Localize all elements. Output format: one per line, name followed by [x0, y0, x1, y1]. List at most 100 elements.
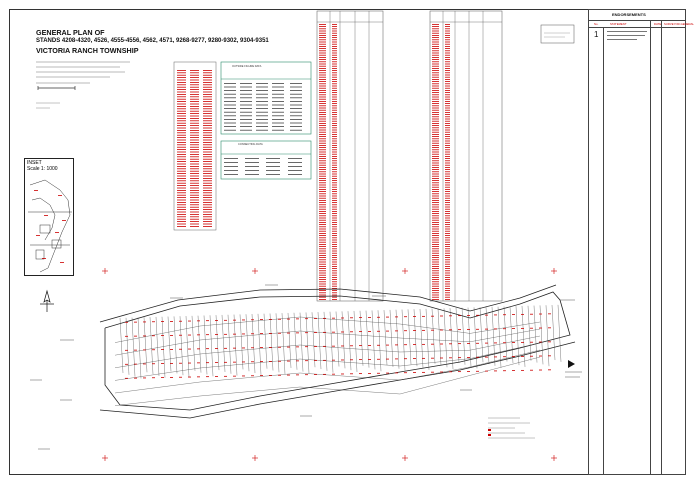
stand-area-entry [332, 219, 337, 221]
stand-area-entry [445, 142, 450, 144]
stand-number-entry [319, 228, 326, 230]
stand-number-mark [287, 346, 290, 348]
stand-area-entry [445, 123, 450, 124]
endorsement-text-line-1 [607, 31, 647, 32]
stand-number-mark [548, 327, 551, 329]
stand-area-entry [332, 250, 337, 252]
outside-figure-entry [240, 101, 252, 102]
stand-number-entry [319, 48, 326, 49]
stand-area-entry [332, 37, 337, 38]
stand-number-mark [431, 315, 434, 317]
stand-number-mark [260, 375, 263, 376]
stand-number-entry [432, 114, 439, 115]
stand-area-entry [190, 226, 199, 227]
stand-area-entry [445, 30, 450, 32]
stand-number-mark [278, 374, 281, 376]
stand-number-entry [319, 76, 326, 78]
stand-area-entry [177, 211, 186, 213]
stand-area-entry [332, 101, 337, 102]
outside-figure-entry [272, 108, 284, 109]
stand-number-mark [377, 344, 380, 346]
stand-number-entry [319, 94, 326, 96]
stand-area-entry [190, 151, 199, 153]
outside-figure-entry [290, 111, 302, 113]
stand-boundary [257, 313, 262, 375]
stand-boundary [239, 314, 244, 370]
stand-number-entry [432, 162, 439, 164]
stand-number-mark [521, 341, 524, 343]
stand-number-mark [350, 373, 353, 375]
stand-boundary [509, 306, 514, 364]
stand-number-mark [548, 341, 551, 343]
stand-area-entry [332, 83, 337, 85]
stand-area-entry [177, 142, 186, 143]
stand-number-mark [260, 333, 263, 334]
stand-number-mark [395, 358, 398, 360]
stand-area-entry [332, 90, 337, 91]
stand-area-entry [203, 211, 212, 213]
stand-area-entry [445, 76, 450, 78]
stand-number-entry [432, 30, 439, 32]
stand-area-entry [332, 109, 337, 111]
stand-area-entry [177, 132, 186, 134]
stand-number-entry [319, 235, 326, 236]
stand-area-entry [332, 105, 337, 107]
stand-number-mark [332, 331, 335, 333]
stand-boundary [395, 309, 400, 369]
stand-number-mark [215, 376, 218, 377]
stand-area-entry [177, 98, 186, 100]
stand-area-entry [332, 81, 337, 82]
stand-area-entry [445, 250, 450, 252]
stand-number-mark [539, 369, 542, 371]
stand-area-entry [332, 195, 337, 197]
stand-number-entry [432, 158, 439, 159]
stand-area-entry [445, 162, 450, 164]
stand-number-entry [319, 193, 326, 195]
stand-number-entry [432, 248, 439, 250]
outside-figure-entry [256, 111, 268, 113]
stand-area-entry [203, 146, 212, 148]
stand-number-entry [319, 65, 326, 67]
stand-area-entry [332, 171, 337, 173]
stand-area-entry [445, 184, 450, 186]
stand-area-entry [332, 173, 337, 175]
stand-number-mark [431, 329, 434, 331]
stand-area-entry [445, 219, 450, 221]
stand-area-entry [445, 129, 450, 131]
stand-area-entry [332, 85, 337, 87]
stand-number-entry [319, 96, 326, 98]
stand-number-entry [319, 268, 326, 269]
stand-number-entry [319, 156, 326, 157]
stand-number-mark [161, 363, 164, 364]
stand-number-mark [548, 369, 551, 371]
stand-area-entry [203, 154, 212, 155]
stand-number-mark [476, 370, 479, 372]
stand-boundary [305, 312, 310, 374]
stand-area-entry [190, 110, 199, 112]
stand-area-entry [445, 246, 450, 247]
stand-number-mark [278, 360, 281, 362]
stand-number-mark [449, 315, 452, 317]
endorsements-col-statement: STATEMENT [610, 22, 627, 26]
stand-number-entry [319, 145, 326, 146]
stand-number-mark [413, 358, 416, 359]
stand-number-entry [432, 131, 439, 133]
stand-number-mark [134, 335, 137, 337]
stand-area-entry [332, 151, 337, 153]
stand-number-mark [143, 321, 146, 323]
stand-number-mark [242, 319, 245, 321]
stand-boundary [281, 313, 286, 375]
stand-number-mark [458, 371, 461, 373]
stand-area-entry [203, 223, 212, 225]
stand-number-mark [143, 335, 146, 337]
stand-area-entry [190, 142, 199, 143]
stand-number-entry [319, 274, 326, 276]
stand-area-entry [332, 138, 337, 140]
stand-area-entry [445, 173, 450, 175]
stand-area-entry [332, 272, 337, 274]
stand-number-mark [296, 346, 299, 348]
stand-number-mark [530, 355, 533, 357]
endorsements-panel [588, 9, 686, 475]
stand-area-entry [332, 149, 337, 151]
stand-number-mark [548, 313, 551, 315]
